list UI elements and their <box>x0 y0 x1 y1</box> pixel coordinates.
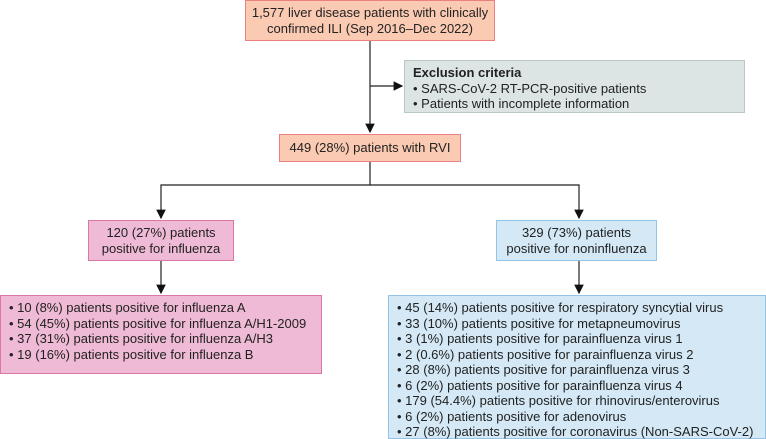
start-line2: confirmed ILI (Sep 2016–Dec 2022) <box>267 20 473 36</box>
influenza-box: 120 (27%) patients positive for influenz… <box>88 220 234 261</box>
list-item: 179 (54.4%) patients positive for rhinov… <box>397 393 757 409</box>
list-item: 19 (16%) patients positive for influenza… <box>9 347 313 363</box>
noninfluenza-line1: 329 (73%) patients <box>521 225 632 240</box>
influenza-line1: 120 (27%) patients <box>106 225 216 240</box>
list-item: 28 (8%) patients positive for parainflue… <box>397 362 757 378</box>
exclusion-title: Exclusion criteria <box>413 65 522 80</box>
exclusion-item: Patients with incomplete information <box>413 96 736 112</box>
list-item: 54 (45%) patients positive for influenza… <box>9 316 313 332</box>
list-item: 2 (0.6%) patients positive for parainflu… <box>397 347 757 363</box>
branch-line-right <box>370 184 584 220</box>
list-item: 33 (10%) patients positive for metapneum… <box>397 316 757 332</box>
influenza-line2: positive for influenza <box>101 240 221 256</box>
rvi-label: 449 (28%) patients with RVI <box>289 140 451 156</box>
noninfluenza-list: 45 (14%) patients positive for respirato… <box>388 295 766 439</box>
list-item: 10 (8%) patients positive for influenza … <box>9 300 313 316</box>
start-line1: 1,577 liver disease patients with clinic… <box>251 5 489 20</box>
noninfluenza-line2: positive for noninfluenza <box>506 240 647 256</box>
exclusion-box: Exclusion criteria SARS-CoV-2 RT-PCR-pos… <box>404 60 745 113</box>
exclusion-item: SARS-CoV-2 RT-PCR-positive patients <box>413 81 736 97</box>
list-item: 6 (2%) patients positive for adenovirus <box>397 409 757 425</box>
list-item: 6 (2%) patients positive for parainfluen… <box>397 378 757 394</box>
list-item: 3 (1%) patients positive for parainfluen… <box>397 331 757 347</box>
rvi-box: 449 (28%) patients with RVI <box>279 134 461 162</box>
list-item: 45 (14%) patients positive for respirato… <box>397 300 757 316</box>
branch-line <box>156 161 371 220</box>
influenza-list: 10 (8%) patients positive for influenza … <box>0 295 322 374</box>
noninfluenza-box: 329 (73%) patients positive for noninflu… <box>496 220 657 261</box>
list-item: 37 (31%) patients positive for influenza… <box>9 331 313 347</box>
list-item: 27 (8%) patients positive for coronaviru… <box>397 424 757 439</box>
start-box: 1,577 liver disease patients with clinic… <box>245 0 495 41</box>
